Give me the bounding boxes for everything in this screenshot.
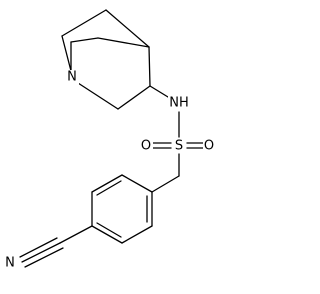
- oxygen-left-label: O: [141, 139, 151, 154]
- bond-c4-ch2-back: [97, 37, 150, 48]
- ring-bond-2: [121, 225, 153, 244]
- nitrile-nitrogen-label: N: [5, 256, 15, 271]
- bond-ch2-back-ch2: [70, 37, 99, 43]
- label-bg-n-nitrile: [3, 256, 16, 271]
- triple-bond-line-1: [21, 242, 61, 263]
- ring-bond-3: [91, 225, 123, 244]
- ring-bond-5-inner: [96, 180, 122, 196]
- bond-c4-ch2-top: [105, 9, 150, 48]
- bond-ch2-ring: [151, 175, 180, 193]
- ring-nitrogen-label: N: [67, 70, 77, 85]
- label-bg-o-left: [140, 138, 153, 153]
- label-bg-n-ring: [66, 70, 79, 85]
- bond-ch2-left-n: [61, 35, 72, 72]
- quinuclidine-cage: [61, 9, 151, 110]
- bond-ch2-c3: [117, 85, 151, 110]
- bond-ch2-top-ch2-left: [61, 9, 107, 37]
- bond-c3-c4: [148, 46, 151, 87]
- triple-bond-line-2: [19, 237, 58, 258]
- label-bg-s: [173, 138, 185, 153]
- sulfur-label: S: [175, 139, 183, 154]
- ring-bond-3-inner: [96, 222, 122, 238]
- ring-bond-6: [121, 174, 153, 193]
- bond-n-ch2-front: [77, 82, 119, 110]
- nitrile-triple-bond: [19, 237, 64, 268]
- benzene-ring: [91, 174, 153, 244]
- label-bg-nh: [168, 95, 190, 110]
- label-bg-o-right: [203, 138, 216, 153]
- bond-c3-nh: [149, 85, 169, 98]
- ring-bond-5: [91, 174, 123, 193]
- oxygen-right-label: O: [204, 139, 214, 154]
- nh-label: NH: [169, 96, 189, 111]
- bond-ring-cn: [59, 225, 93, 244]
- triple-bond-line-3: [24, 247, 64, 268]
- chemical-structure: N NH O S O N: [3, 9, 216, 271]
